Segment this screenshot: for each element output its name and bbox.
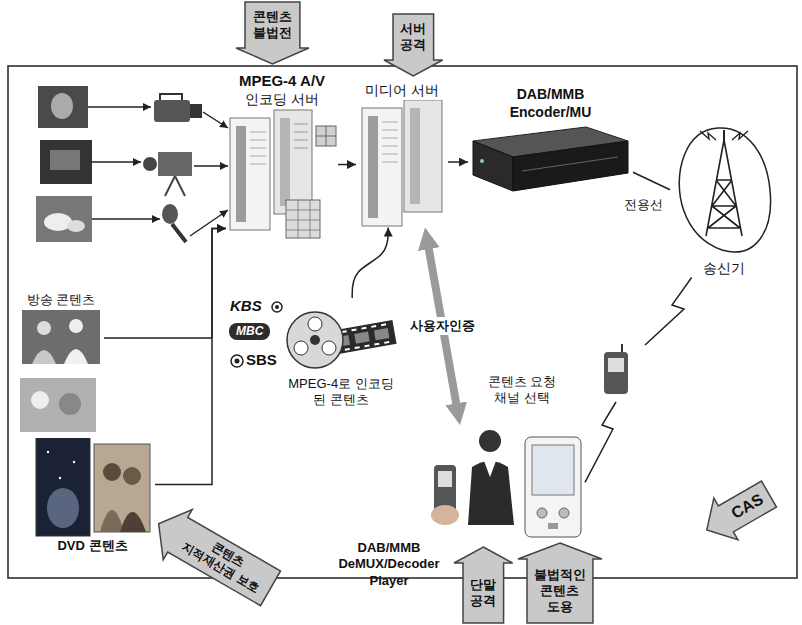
broadcaster-logo: MBC [229,323,270,340]
source-photo [20,378,96,432]
feed-arrow [194,165,228,166]
node-label: MPEG-4로 인코딩된 콘텐츠 [285,376,397,409]
node-picture [285,298,397,376]
node-picture [36,438,150,536]
node-picture [18,308,104,366]
logo-symbol [275,305,279,309]
node-label: MPEG-4 A/V [239,72,325,91]
dvd-content: DVD 콘텐츠 [30,438,155,554]
feed-arrow [190,210,228,236]
source-photo [31,391,49,409]
threat-arrow: 단말공격 [454,547,513,623]
node-picture [679,128,770,252]
feed-arrow [92,218,160,219]
feed-arrow [203,112,228,128]
arrow-label: 서버공격 [399,21,428,54]
node-picture [226,108,338,240]
feed-arrow [88,107,228,236]
media-server: 미디어 서버 [356,82,448,228]
encoder-mux: DAB/MMB Encoder/MU [468,86,633,201]
node-label: DVD 콘텐츠 [57,538,127,554]
encoded-content: MPEG-4로 인코딩된 콘텐츠 [285,298,397,409]
node-picture [30,438,155,538]
connector [352,228,388,299]
connector [338,164,356,166]
connector [104,228,226,338]
wireless-link [585,278,692,483]
camera-icon [190,104,202,118]
camera-icon [143,94,202,242]
camera-icon [165,176,185,196]
node-picture [230,110,336,238]
encoding-server: MPEG-4 A/V인코딩 서버 [226,72,338,240]
connector [155,228,226,484]
feed-arrow [88,106,151,107]
edge-label: 사용자인증 [407,317,478,335]
source-photo [51,93,73,119]
camera-icon [143,157,157,171]
node-label: 송신기 [703,260,745,278]
camera-icon [162,204,178,224]
node-picture [356,100,448,228]
protection-arrow: 콘텐츠 지적재산권 보호 [145,499,286,614]
source-photo [20,86,96,432]
threat-arrow: 불법적인 콘텐츠 도용 [518,543,602,623]
node-picture [22,310,100,364]
arrow-label: 단말공격 [469,577,498,610]
broadcast-content: 방송 콘텐츠 [18,292,104,366]
logo-symbol [272,302,282,312]
connector [448,161,468,163]
connector [633,172,670,190]
node-label: DAB/MMB Encoder/MU [501,86,601,121]
source-photo [40,140,92,184]
node-label: 인코딩 서버 [245,91,319,109]
camera-icon [160,94,182,100]
logo-symbol [231,355,243,367]
node-picture [473,127,628,191]
mobile-phone-icon [621,344,623,352]
node-label: DAB/MMB DeMUX/Decoder Player [330,540,448,589]
source-photo [67,220,85,232]
arrow-shape [518,543,602,623]
threat-arrow: 콘텐츠 불법전 [236,2,309,64]
mobile-phone-icon [604,344,628,394]
camera-icon [158,152,192,176]
transmitter: 송신기 [670,118,778,278]
node-picture [431,430,581,537]
broadcaster-logo: SBS [246,351,277,370]
arrow-label: 불법적인 콘텐츠 도용 [533,567,587,616]
arrow-label: 콘텐츠 불법전 [251,9,294,42]
node-label: 방송 콘텐츠 [27,292,96,308]
feed-arrow [92,161,141,162]
node-picture [670,118,778,260]
mobile-phone-icon [604,352,628,394]
arrow-shape [384,14,443,76]
arrow-shape [236,2,309,64]
mobile-phone-icon [608,358,624,372]
arrow-shape [454,547,513,623]
camera-icon [154,100,190,122]
source-photo [59,393,81,415]
node-label: 미디어 서버 [365,82,439,100]
node-picture [362,100,442,226]
camera-icon [172,224,186,242]
request-note: 콘텐츠 요청 채널 선택 [480,374,564,407]
threat-arrow: 서버공격 [384,14,443,76]
broadcaster-logo: KBS [230,297,262,316]
arrow-shape [145,499,286,614]
source-photo [38,86,88,128]
system-frame [8,66,797,578]
source-photo [36,196,92,242]
arrow-shape [695,473,781,550]
protection-arrow: CAS [695,473,781,550]
edge-label: 전용선 [621,196,666,214]
logo-symbol [235,359,240,364]
node-picture [287,312,397,368]
node-picture [330,425,585,540]
node-picture [468,121,633,201]
source-photo [50,150,80,170]
